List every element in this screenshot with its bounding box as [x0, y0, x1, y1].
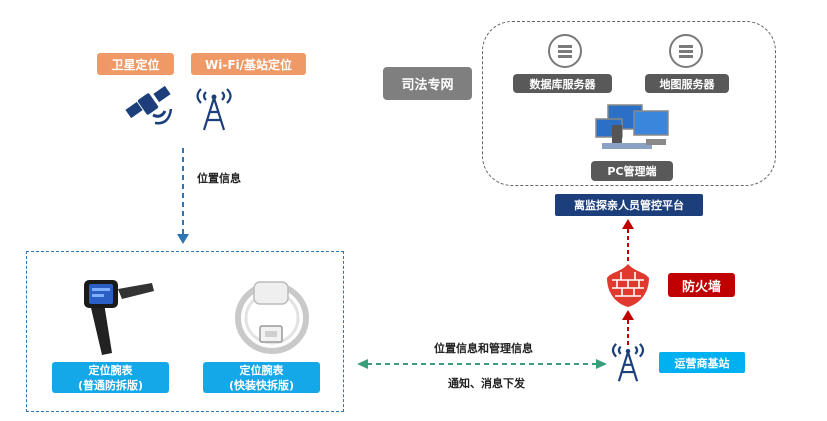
device-variant-quick-release: (快装快拆版) [228, 378, 295, 392]
satellite-positioning-tag: 卫星定位 [97, 53, 174, 75]
wifi-positioning-label: Wi-Fi/基站定位 [204, 57, 293, 72]
arrow-tower-to-firewall [622, 310, 634, 346]
device-label-standard: 定位腕表 (普通防拆版) [52, 362, 169, 393]
pc-workstations-icon [595, 104, 669, 149]
device-variant-standard: (普通防拆版) [77, 378, 144, 392]
device-name-quick-release: 定位腕表 [239, 363, 284, 377]
firewall-tag: 防火墙 [668, 273, 735, 297]
satellite-positioning-label: 卫星定位 [111, 57, 160, 72]
justice-network-label: 司法专网 [401, 78, 454, 93]
watch-standard-image [84, 280, 154, 355]
arrow-firewall-to-platform [622, 219, 634, 263]
justice-network-container [482, 21, 776, 186]
map-server-label: 地图服务器 [659, 77, 715, 91]
bidirectional-link-arrow [357, 359, 607, 369]
firewall-icon [607, 264, 649, 307]
cell-tower-icon-bottom [611, 343, 645, 382]
firewall-label: 防火墙 [681, 279, 721, 295]
base-station-label: 运营商基站 [674, 356, 730, 370]
map-server-tag: 地图服务器 [645, 74, 729, 93]
base-station-tag: 运营商基站 [659, 352, 745, 373]
database-server-label: 数据库服务器 [529, 77, 596, 91]
satellite-icon [125, 85, 173, 125]
location-arrow-down [177, 148, 189, 244]
link-lower-label: 通知、消息下发 [448, 377, 525, 390]
pc-terminal-label: PC管理端 [607, 165, 657, 178]
platform-label: 离监探亲人员管控平台 [574, 199, 684, 212]
database-server-icon [548, 34, 582, 68]
database-server-tag: 数据库服务器 [513, 74, 612, 93]
location-info-label: 位置信息 [197, 172, 241, 185]
pc-terminal-tag: PC管理端 [591, 161, 673, 181]
device-container [26, 251, 344, 412]
map-server-icon [669, 34, 703, 68]
device-label-quick-release: 定位腕表 (快装快拆版) [203, 362, 320, 393]
wifi-positioning-tag: Wi-Fi/基站定位 [191, 53, 306, 75]
device-name-standard: 定位腕表 [88, 363, 133, 377]
watch-quick-release-image [235, 281, 309, 354]
link-upper-label: 位置信息和管理信息 [434, 342, 533, 355]
cell-tower-icon-top [196, 88, 232, 131]
justice-network-tag: 司法专网 [383, 67, 472, 100]
platform-tag: 离监探亲人员管控平台 [555, 194, 703, 216]
